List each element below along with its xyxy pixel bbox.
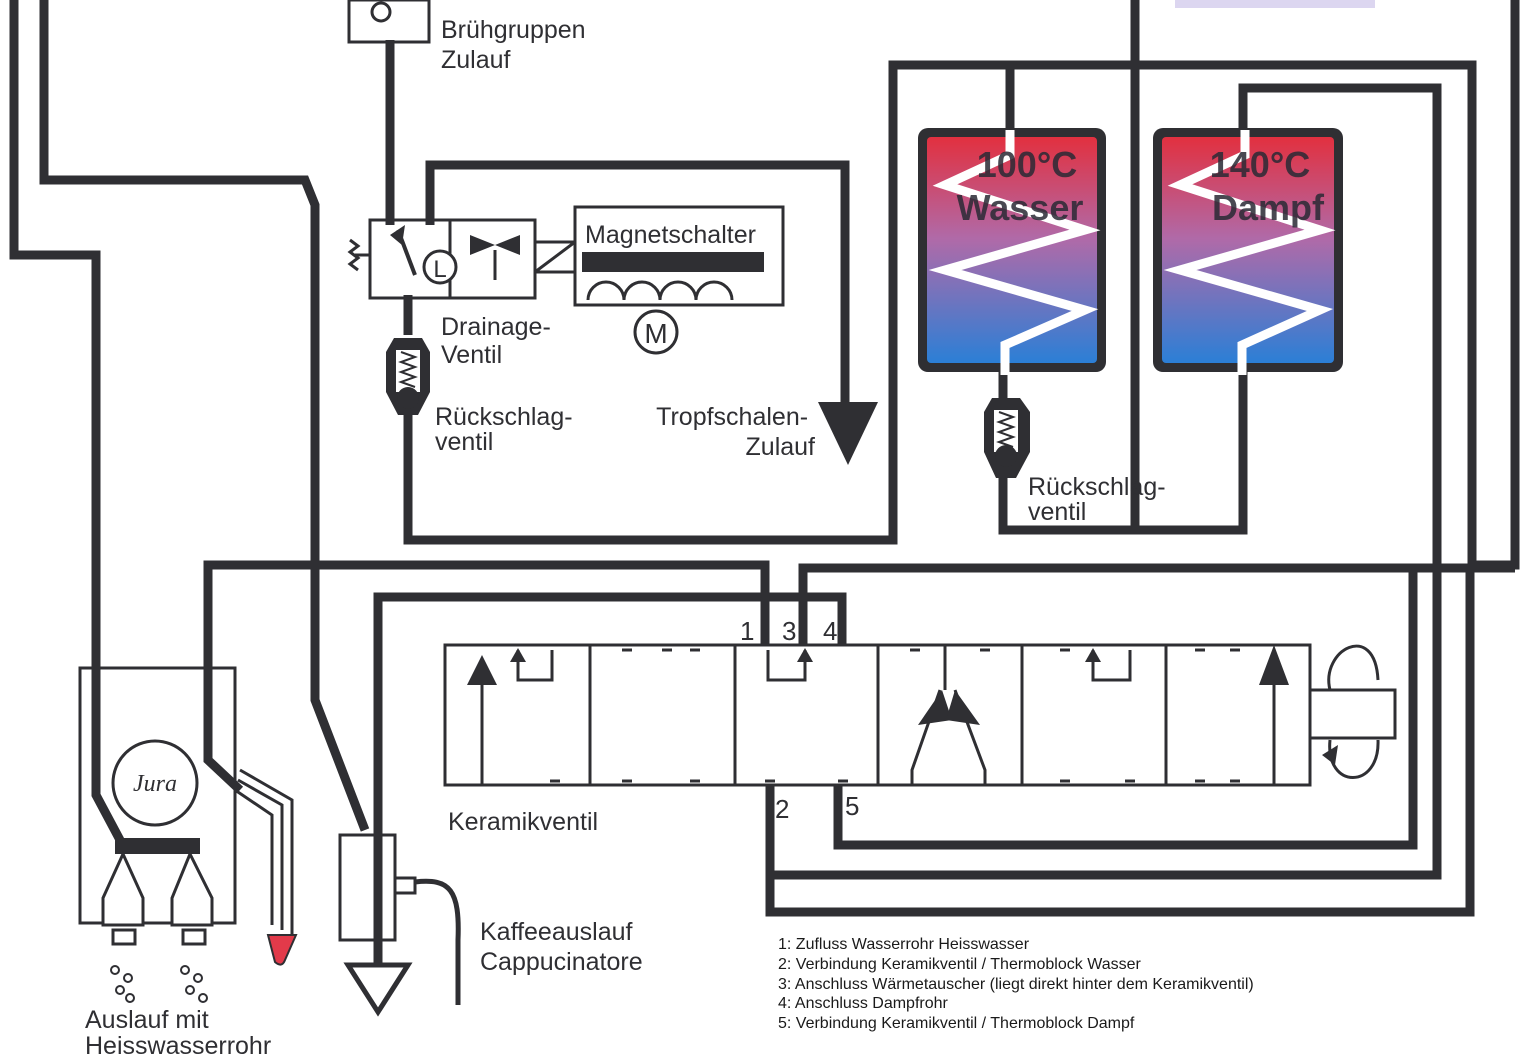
tropfschalen-label-1: Tropfschalen-: [656, 403, 808, 431]
svg-text:Kaffeeauslauf Cappucinator: Kaffeeauslauf Cappucinatore: [480, 918, 643, 976]
svg-text:Rückschlag- ventil: Rückschlag- ventil: [1028, 473, 1173, 526]
motor-icon: [633, 309, 679, 355]
pipe-tropfschale: [425, 160, 850, 405]
svg-text:Rückschlag- ventil: Rückschlag- ventil: [435, 403, 580, 456]
svg-text:140°C Dampf: 140°C Dampf: [1210, 144, 1325, 228]
drainage-label-2: Ventil: [441, 341, 502, 369]
port-3: 3: [782, 616, 796, 646]
pipe-p3: [373, 592, 847, 835]
wasser-label: Wasser: [957, 187, 1084, 228]
pipe-p2-outer: [765, 568, 1475, 917]
pipe-p2: [765, 83, 1442, 880]
drainage-label-1: Drainage-: [441, 313, 551, 341]
rueckschlag-left-label-2: ventil: [435, 428, 493, 456]
motor-label: M: [644, 318, 667, 349]
legend-item-1: 1: Zufluss Wasserrohr Heisswasser: [778, 936, 1030, 953]
auslauf: Jura: [78, 666, 298, 1003]
coil-icon: [586, 280, 734, 301]
rueckschlag-right-label-2: ventil: [1028, 498, 1086, 526]
magnetschalter: Magnetschalter M: [573, 205, 785, 355]
svg-text:Auslauf mit Heisswasserroh: Auslauf mit Heisswasserrohr: [85, 1006, 271, 1054]
rotate-arrow-icon: [1322, 745, 1338, 765]
svg-text:Brühgruppen Zulauf: Brühgruppen Zulauf: [441, 16, 593, 74]
pipe-left-outer: [9, 0, 101, 670]
port-2: 2: [775, 794, 789, 824]
wasser-temp: 100°C: [977, 144, 1077, 185]
keramikventil-label: Keramikventil: [448, 808, 598, 836]
legend-item-4: 4: Anschluss Dampfrohr: [778, 995, 949, 1012]
drainage-valve: L: [347, 218, 577, 300]
magnetschalter-label: Magnetschalter: [585, 221, 756, 249]
svg-text:Drainage- Ventil: Drainage- Ventil: [441, 313, 558, 369]
tropfschalen-label-2: Zulauf: [746, 433, 816, 461]
auslauf-label-2: Heisswasserrohr: [85, 1032, 271, 1054]
gear-icon: [370, 1, 392, 23]
pipe-rueckschlag-right: [998, 372, 1248, 535]
port-4: 4: [823, 616, 837, 646]
kaffeeauslauf-label-2: Cappucinatore: [480, 948, 643, 976]
bruehgruppen-label-2: Zulauf: [441, 46, 511, 74]
pipe-p1: [203, 560, 770, 670]
magnet-bar: [582, 252, 764, 272]
bruehgruppe-box: [347, 0, 431, 44]
thermoblock-dampf: 140°C Dampf: [1153, 128, 1343, 375]
legend-item-2: 2: Verbindung Keramikventil / Thermobloc…: [778, 956, 1142, 973]
cappucinatore: [338, 833, 461, 1017]
jura-logo-text: Jura: [133, 771, 177, 797]
jura-logo: [111, 739, 199, 827]
dampf-label: Dampf: [1212, 187, 1325, 228]
keramikventil: [443, 643, 1397, 787]
port-1: 1: [740, 616, 754, 646]
rueckschlagventil-right: [984, 398, 1030, 478]
legend-item-5: 5: Verbindung Keramikventil / Thermobloc…: [778, 1015, 1135, 1032]
rueckschlag-left-label-1: Rückschlag-: [435, 403, 573, 431]
drainage-symbol: L: [433, 256, 446, 283]
drainage-symbol-circle: [422, 249, 458, 285]
svg-text:Tropfschalen- Zulauf: Tropfschalen- Zulauf: [656, 403, 815, 461]
port-5: 5: [845, 791, 859, 821]
auslauf-label-1: Auslauf mit: [85, 1006, 209, 1034]
hot-water-drop-icon: [266, 934, 298, 966]
pipe-p5: [833, 568, 1418, 850]
pipe-p4: [798, 563, 1515, 645]
svg-text:100°C Wasser: 100°C Wasser: [957, 144, 1088, 228]
legend: 1: Zufluss Wasserrohr Heisswasser 2: Ver…: [778, 936, 1254, 1032]
rueckschlag-right-label-1: Rückschlag-: [1028, 473, 1166, 501]
faint-label-box: [1175, 0, 1375, 8]
dampf-temp: 140°C: [1210, 144, 1310, 185]
pipe-kaffee-zulauf: [39, 0, 370, 832]
thermoblock-wasser: 100°C Wasser: [918, 128, 1106, 375]
bruehgruppen-label-1: Brühgruppen: [441, 16, 586, 44]
tropfschale-arrow-icon: [818, 402, 878, 465]
pipe-network: [9, 0, 1520, 917]
rueckschlagventil-left: [386, 338, 430, 415]
kaffeeauslauf-label-1: Kaffeeauslauf: [480, 918, 632, 946]
legend-item-3: 3: Anschluss Wärmetauscher (liegt direkt…: [778, 976, 1254, 993]
coffee-drops-icon: [110, 965, 208, 1003]
